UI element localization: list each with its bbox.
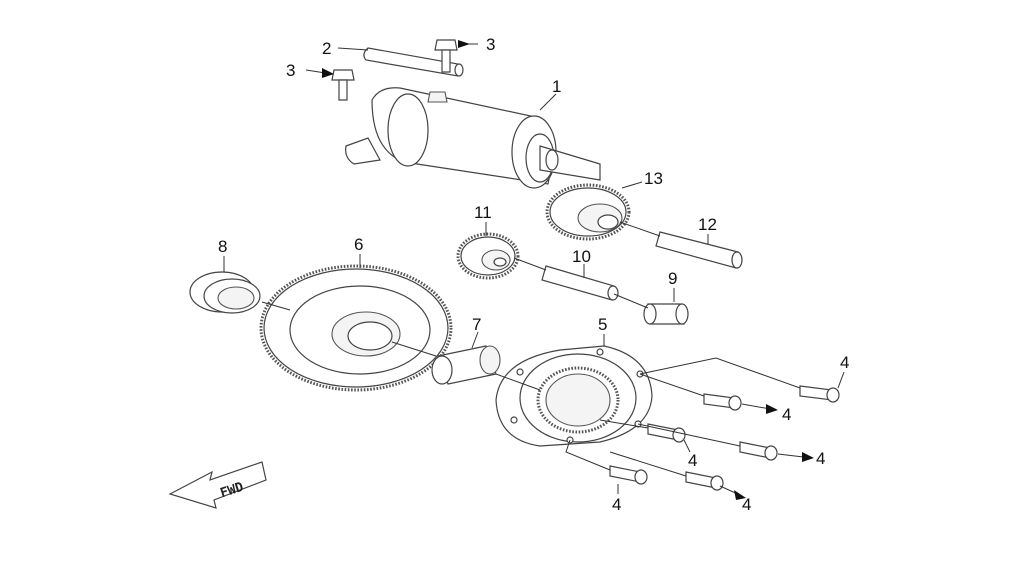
callout-5: 5 <box>598 315 607 334</box>
part-4-bolt-e <box>609 465 648 485</box>
callout-1: 1 <box>552 77 561 96</box>
fwd-direction-arrow: FWD <box>168 461 267 509</box>
callout-2: 2 <box>322 39 331 58</box>
fwd-label: FWD <box>218 480 245 502</box>
part-4-bolt-a <box>799 385 840 403</box>
part-8-bearing-ring <box>189 271 261 314</box>
part-5-clutch-plate <box>495 345 653 447</box>
callout-arrowheads <box>322 40 814 500</box>
assembly-lines <box>261 221 801 477</box>
callout-4-f: 4 <box>742 495 751 514</box>
callout-9: 9 <box>668 269 677 288</box>
callout-4-a: 4 <box>840 353 849 372</box>
part-7-needle-bearing <box>431 345 501 385</box>
callout-4-d: 4 <box>688 451 697 470</box>
callout-7: 7 <box>472 315 481 334</box>
callout-4-e: 4 <box>612 495 621 514</box>
part-9-bushing <box>643 303 689 325</box>
callout-3-right: 3 <box>486 35 495 54</box>
part-13-gear <box>545 183 631 241</box>
callout-6: 6 <box>354 235 363 254</box>
callout-13: 13 <box>644 169 663 188</box>
part-3-bolt-left <box>331 69 355 101</box>
callout-4-b: 4 <box>782 405 791 424</box>
part-4-bolt-f <box>685 471 724 491</box>
part-4-bolt-c <box>739 441 778 461</box>
callout-3-left: 3 <box>286 61 295 80</box>
part-3-bolt-right <box>434 39 458 73</box>
part-4-bolt-b <box>703 393 742 411</box>
part-11-gear <box>456 232 520 280</box>
callout-10: 10 <box>572 247 591 266</box>
part-2-rod <box>363 47 464 77</box>
callout-11: 11 <box>474 203 492 222</box>
part-1-starter-motor <box>345 87 601 189</box>
callout-8: 8 <box>218 237 227 256</box>
callout-labels: 1 2 3 3 4 4 4 4 4 4 5 6 7 8 9 10 11 12 1… <box>218 35 849 514</box>
part-12-pin <box>655 231 743 269</box>
part-10-shaft <box>541 265 619 301</box>
callout-12: 12 <box>698 215 717 234</box>
callout-4-c: 4 <box>816 449 825 468</box>
part-6-large-gear <box>259 264 453 392</box>
